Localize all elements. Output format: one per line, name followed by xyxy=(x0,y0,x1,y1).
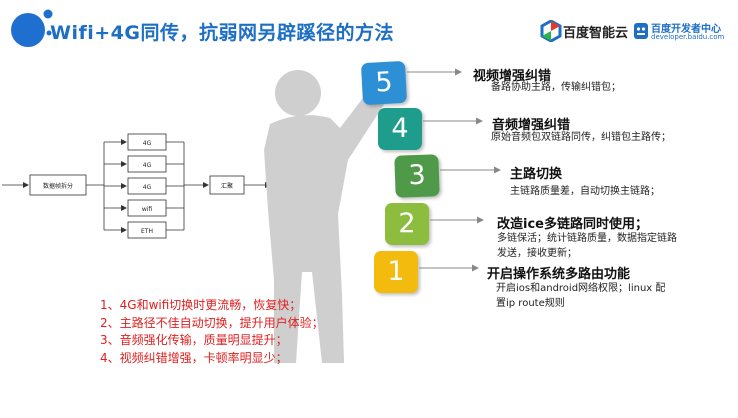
step-5-desc: 备路协助主路，传输纠错包； xyxy=(491,82,621,93)
step-2-title: 改造ice多链路同时使用； xyxy=(497,217,648,232)
benefit-item: 4、视频纠错增强，卡顿率明显少； xyxy=(100,350,288,365)
benefit-item: 2、主路径不佳自动切换，提升用户体验； xyxy=(100,315,324,330)
channel-label-wifi: wifi xyxy=(142,206,153,213)
step-block-4: 4 xyxy=(378,108,422,150)
step-3-title: 主路切换 xyxy=(510,167,563,182)
step-block-1: 1 xyxy=(374,251,418,293)
step-3-desc: 主链路质量差，自动切换主链路； xyxy=(510,186,660,197)
baidu-cloud-logo-icon xyxy=(540,20,562,42)
benefit-item: 3、音频强化传输，质量明显提升； xyxy=(100,333,288,347)
slide-title: Wifi+4G同传，抗弱网另辟蹊径的方法 xyxy=(50,22,394,44)
split-label: 数据帧拆分 xyxy=(43,182,73,190)
channel-label-eth: ETH xyxy=(141,228,153,235)
step-block-2: 2 xyxy=(385,203,429,245)
step-1-desc: 开启ios和android网络权限；linux 配 置ip route规则 xyxy=(496,283,666,309)
baidu-cloud-logo-text: 百度智能云 xyxy=(563,26,629,41)
channel-label-4g-3: 4G xyxy=(143,184,152,191)
developer-center-logo-icon xyxy=(634,23,648,39)
step-4-desc: 原始音频包双链路同传，纠错包主路传； xyxy=(491,132,671,143)
developer-center-name: 百度开发者中心 xyxy=(651,24,721,35)
decorative-circles xyxy=(11,9,53,47)
merge-label: 汇聚 xyxy=(221,182,233,190)
step-2-desc: 多链保活；统计链路质量，数据指定链路 发送，接收更新； xyxy=(497,233,677,259)
developer-center-url: developer.baidu.com xyxy=(651,33,725,41)
channel-label-4g-1: 4G xyxy=(143,140,152,147)
benefit-item: 1、4G和wifi切换时更流畅，恢复快； xyxy=(100,298,302,312)
step-1-title: 开启操作系统多路由功能 xyxy=(487,267,631,282)
step-4-title: 音频增强纠错 xyxy=(492,118,571,133)
benefits-list: 1、4G和wifi切换时更流畅，恢复快； 2、主路径不佳自动切换，提升用户体验；… xyxy=(100,297,324,367)
step-5-title: 视频增强纠错 xyxy=(473,69,552,84)
channel-label-4g-2: 4G xyxy=(143,162,152,169)
